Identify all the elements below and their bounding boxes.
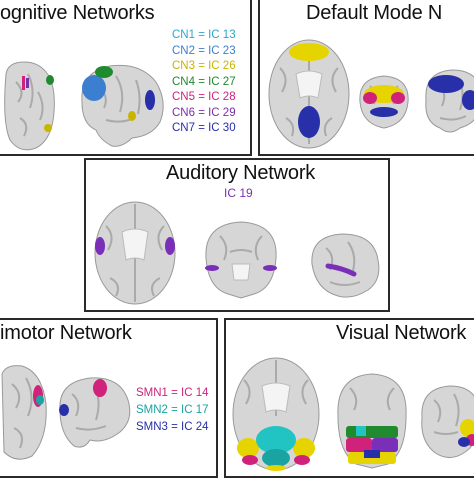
sensorimotor-sagittal-brain bbox=[59, 377, 131, 448]
auditory-sagittal-brain bbox=[311, 233, 380, 298]
legend-smn2: SMN2 = IC 17 bbox=[136, 404, 209, 416]
visual-coronal-brain bbox=[337, 373, 407, 469]
sensorimotor-axial-brain bbox=[1, 365, 47, 460]
visual-network-panel: Visual Network bbox=[224, 318, 474, 478]
auditory-network-panel: Auditory Network IC 19 bbox=[84, 158, 390, 312]
dmn-sagittal-brain bbox=[425, 69, 474, 133]
dmn-axial-brain bbox=[268, 39, 350, 149]
visual-sagittal-brain bbox=[421, 385, 474, 458]
default-mode-network-panel: Default Mode N bbox=[258, 0, 474, 156]
legend-cn6: CN6 = IC 29 bbox=[172, 106, 236, 119]
legend-cn3: CN3 = IC 26 bbox=[172, 60, 236, 72]
cognitive-sagittal-brain bbox=[81, 64, 164, 147]
legend-smn1: SMN1 = IC 14 bbox=[136, 387, 209, 399]
legend-cn2: CN2 = IC 23 bbox=[172, 44, 236, 57]
auditory-network-subtitle: IC 19 bbox=[224, 186, 253, 200]
legend-smn3: SMN3 = IC 24 bbox=[136, 421, 209, 433]
dmn-coronal-brain bbox=[359, 75, 409, 129]
auditory-coronal-brain bbox=[205, 221, 277, 299]
sensorimotor-network-title: imotor Network bbox=[0, 322, 132, 344]
visual-axial-brain bbox=[232, 357, 320, 471]
default-mode-network-title: Default Mode N bbox=[306, 2, 443, 24]
cognitive-networks-panel: ognitive Networks CN1 = IC 13 CN2 = IC 2… bbox=[0, 0, 252, 156]
visual-network-title: Visual Network bbox=[336, 322, 467, 344]
legend-cn1: CN1 = IC 13 bbox=[172, 29, 236, 41]
cognitive-axial-brain bbox=[4, 61, 55, 151]
legend-cn4: CN4 = IC 27 bbox=[172, 75, 236, 88]
auditory-axial-brain bbox=[94, 201, 176, 305]
auditory-network-title: Auditory Network bbox=[166, 162, 316, 184]
cognitive-networks-title: ognitive Networks bbox=[0, 2, 155, 24]
legend-cn5: CN5 = IC 28 bbox=[172, 91, 236, 103]
legend-cn7: CN7 = IC 30 bbox=[172, 122, 236, 134]
sensorimotor-network-panel: imotor Network SMN1 = IC 14 SMN2 = IC 17… bbox=[0, 318, 218, 478]
